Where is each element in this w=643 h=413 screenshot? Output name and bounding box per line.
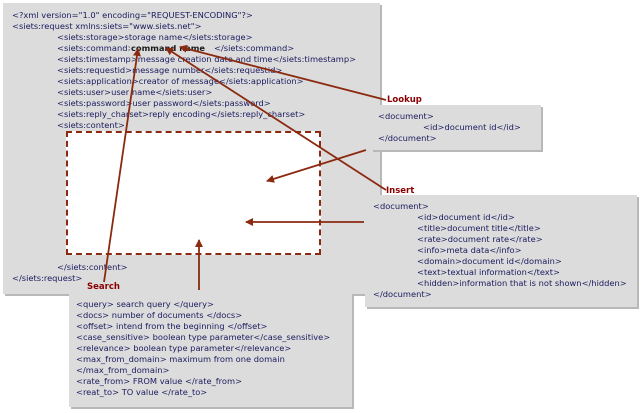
- insert-panel: <document> <id>document id</id> <title>d…: [365, 195, 637, 307]
- password-line: <siets:password>user password</siets:pas…: [57, 98, 271, 108]
- application-line: <siets:application>creator of message</s…: [57, 76, 304, 86]
- search-relevance-line: <relevance> boolean type parameter</rele…: [76, 343, 292, 353]
- content-placeholder-box: [66, 131, 321, 255]
- search-offset-line: <offset> intend from the beginning </off…: [76, 321, 268, 331]
- user-line: <siets:user>user name</siets:user>: [57, 87, 213, 97]
- insert-document-close: </document>: [373, 289, 432, 299]
- lookup-panel: <document> <id>document id</id> </docume…: [371, 105, 541, 150]
- requestid-line: <siets:requestid>message number</siets:r…: [57, 65, 283, 75]
- insert-info-line: <info>meta data</info>: [417, 245, 522, 255]
- content-open-tag: <siets:content>: [57, 120, 125, 130]
- search-label: Search: [87, 282, 120, 292]
- search-rate-from-line: <rate_from> FROM value </rate_from>: [76, 376, 243, 386]
- lookup-document-close: </document>: [378, 133, 437, 143]
- insert-title-line: <title>document title</title>: [417, 223, 541, 233]
- request-open-tag: <siets:request xmlns:siets="www.siets.ne…: [12, 21, 202, 31]
- search-docs-line: <docs> number of documents </docs>: [76, 310, 243, 320]
- insert-id-line: <id>document id</id>: [417, 212, 515, 222]
- search-max-from-domain-close: </max_from_domain>: [76, 365, 170, 375]
- reply-charset-line: <siets:reply_charset>reply encoding</sie…: [57, 109, 306, 119]
- search-panel: <query> search query </query> <docs> num…: [69, 292, 352, 407]
- insert-document-open: <document>: [373, 201, 429, 211]
- storage-line: <siets:storage>storage name</siets:stora…: [57, 32, 253, 42]
- request-panel: <?xml version="1.0" encoding="REQUEST-EN…: [3, 3, 380, 294]
- command-close-tag: </siets:command>: [214, 43, 295, 53]
- insert-label: Insert: [386, 186, 415, 196]
- command-name: command name: [130, 43, 207, 53]
- timestamp-line: <siets:timestamp>message creation date a…: [57, 54, 357, 64]
- search-query-line: <query> search query </query>: [76, 299, 214, 309]
- insert-domain-line: <domain>document id</domain>: [417, 256, 562, 266]
- lookup-label: Lookup: [387, 95, 422, 105]
- command-open-tag: <siets:command>: [57, 43, 135, 53]
- insert-rate-line: <rate>document rate</rate>: [417, 234, 543, 244]
- insert-hidden-line: <hidden>information that is not shown</h…: [417, 278, 627, 288]
- search-max-from-domain-line: <max_from_domain> maximum from one domai…: [76, 354, 285, 364]
- search-rate-to-line: <reat_to> TO value </rate_to>: [76, 387, 208, 397]
- content-close-tag: </siets:content>: [57, 262, 128, 272]
- lookup-document-open: <document>: [378, 111, 434, 121]
- insert-text-line: <text>textual information</text>: [417, 267, 560, 277]
- request-close-tag: </siets:request>: [12, 273, 83, 283]
- search-case-sensitive-line: <case_sensitive> boolean type parameter<…: [76, 332, 331, 342]
- xml-declaration: <?xml version="1.0" encoding="REQUEST-EN…: [12, 10, 253, 20]
- lookup-id-line: <id>document id</id>: [423, 122, 521, 132]
